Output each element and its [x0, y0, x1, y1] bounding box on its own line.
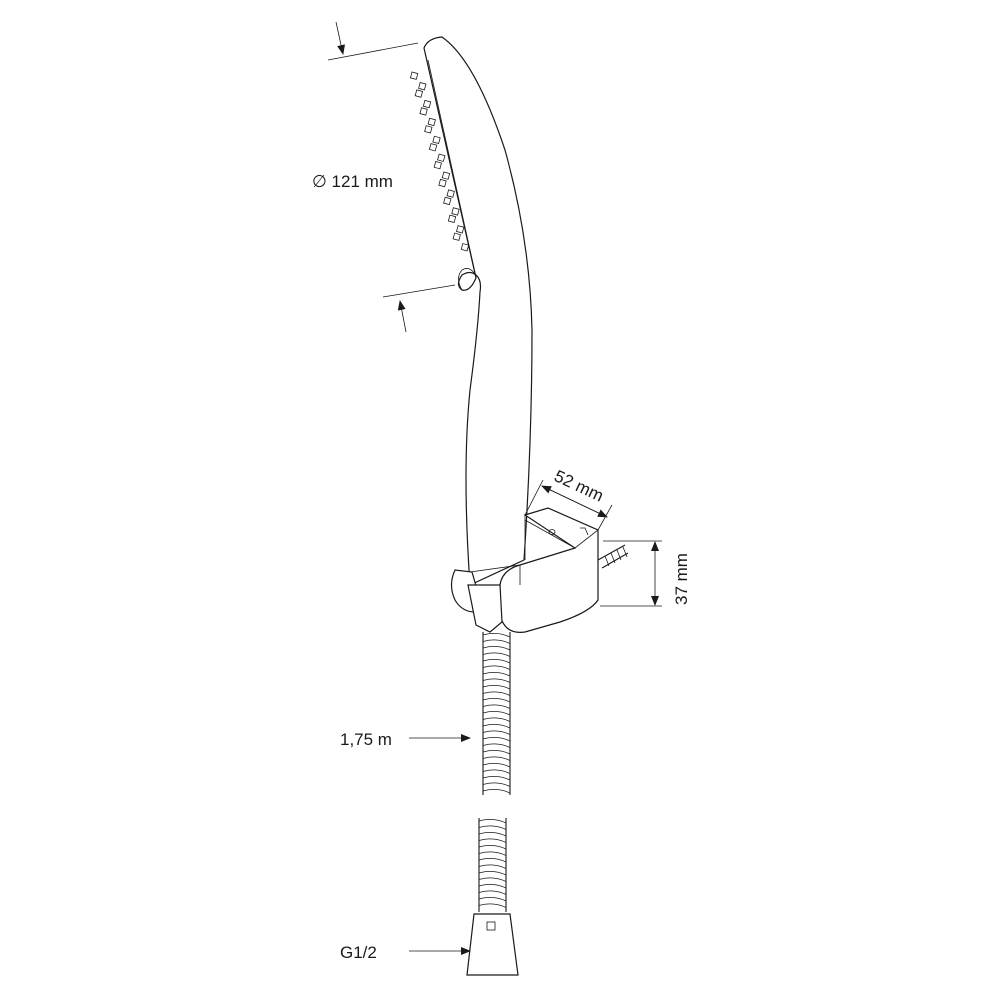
- hose-coil: [482, 633, 511, 638]
- hose-coil: [482, 750, 511, 755]
- hose-coil: [482, 704, 511, 709]
- hose-length-label: 1,75 m: [340, 730, 392, 749]
- hose-coil: [482, 691, 511, 696]
- nozzle: [432, 135, 441, 145]
- hose-coil: [478, 845, 507, 850]
- hose-coil: [478, 884, 507, 889]
- dimension-connector-thread: G1/2: [340, 943, 471, 962]
- nozzle: [414, 89, 424, 98]
- connector-thread-label: G1/2: [340, 943, 377, 962]
- holder-height-label: 37 mm: [672, 553, 691, 605]
- hose-coil: [482, 743, 511, 748]
- dimension-hose-length: 1,75 m: [340, 730, 471, 749]
- hose-coil: [482, 776, 511, 781]
- hose-coil: [478, 877, 507, 882]
- holder-depth-label: 52 mm: [551, 466, 606, 505]
- dimension-head-diameter: ∅ 121 mm: [312, 21, 456, 333]
- nozzle: [424, 125, 433, 134]
- hose-coil: [482, 737, 511, 742]
- nozzle: [446, 189, 455, 198]
- nozzle: [433, 160, 442, 170]
- nozzle: [438, 178, 447, 188]
- hose-coil: [478, 903, 507, 908]
- nozzle: [427, 117, 436, 127]
- shower-hose: [478, 632, 511, 912]
- hose-coil: [482, 756, 511, 761]
- hose-coil: [482, 698, 511, 703]
- hose-coil: [482, 782, 511, 787]
- hose-coil: [482, 724, 511, 729]
- hose-coil: [482, 730, 511, 735]
- wall-holder: [450, 507, 629, 633]
- nozzle: [447, 214, 457, 223]
- hand-shower: [409, 36, 533, 586]
- hose-coil: [482, 639, 511, 644]
- head-diameter-label: ∅ 121 mm: [312, 172, 393, 191]
- hose-coil: [478, 897, 507, 902]
- dimension-holder-height: 37 mm: [600, 540, 691, 607]
- nozzle: [418, 82, 427, 91]
- nozzle: [409, 71, 419, 80]
- hose-coil: [482, 763, 511, 768]
- hose-coil: [482, 711, 511, 716]
- nozzle: [456, 225, 465, 234]
- hose-coil: [482, 659, 511, 664]
- hose-coil: [482, 789, 511, 794]
- hose-coil: [482, 665, 511, 670]
- nozzle: [437, 153, 446, 162]
- nozzle: [428, 143, 438, 152]
- nozzle: [443, 196, 452, 206]
- nozzle: [460, 243, 470, 252]
- spray-nozzles: [409, 71, 470, 252]
- hose-connector: [466, 913, 519, 976]
- nozzle: [422, 99, 432, 109]
- hose-coil: [478, 890, 507, 895]
- nozzle: [451, 207, 460, 216]
- nozzle: [452, 232, 461, 241]
- hose-coil: [478, 819, 507, 824]
- hose-coil: [478, 864, 507, 869]
- hose-coil: [482, 652, 511, 657]
- hose-coil: [482, 646, 511, 651]
- nozzle: [441, 171, 451, 180]
- hose-coil: [482, 717, 511, 722]
- hose-coil: [478, 871, 507, 876]
- nozzle: [419, 107, 428, 116]
- hose-coil: [478, 858, 507, 863]
- hose-coil: [478, 825, 507, 830]
- hose-coil: [482, 678, 511, 683]
- hose-coil: [482, 672, 511, 677]
- hose-coil: [478, 838, 507, 843]
- wall-plug-screw: [597, 544, 629, 569]
- hose-coil: [482, 685, 511, 690]
- hose-coil: [478, 851, 507, 856]
- hose-coil: [482, 769, 511, 774]
- hose-coil: [478, 832, 507, 837]
